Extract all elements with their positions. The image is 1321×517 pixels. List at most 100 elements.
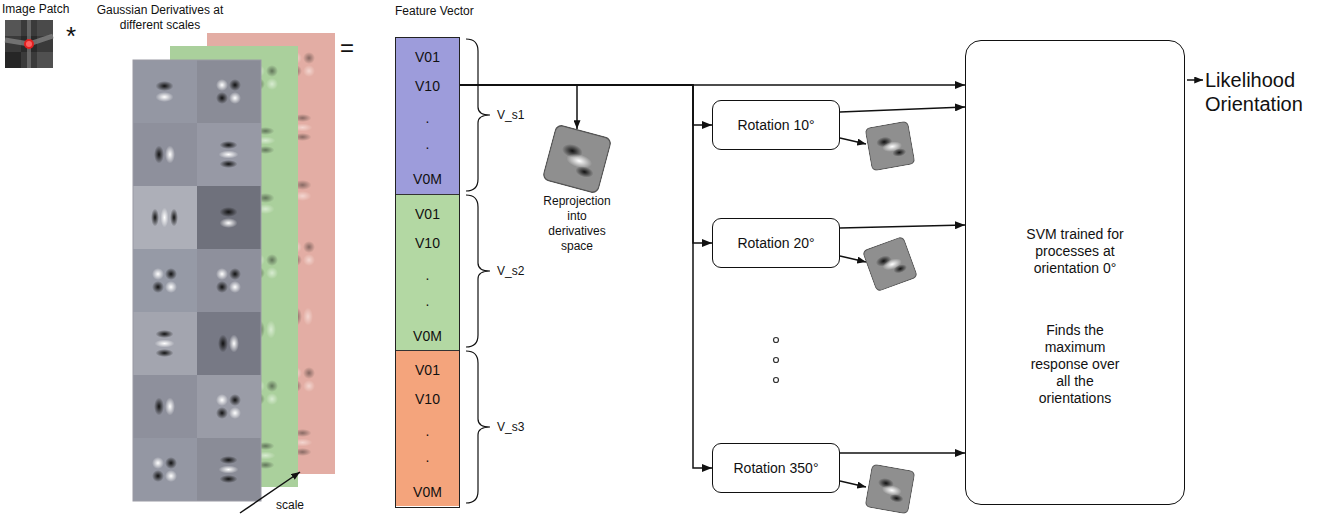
art-rect [5,20,21,36]
label-slot: * [66,20,76,53]
image-patch [5,20,53,68]
art-path [466,39,490,191]
art-use [294,180,312,201]
heading-slot: Feature Vector [395,4,474,19]
process-box: Rotation 350° [712,443,840,493]
art-use [253,65,278,90]
art-rect [133,249,197,312]
art-use [154,398,175,416]
art-use [257,193,275,214]
label-slot: Image Patch [2,2,69,17]
vector-entry: V10 [396,78,459,94]
art-use [188,194,215,214]
art-use [225,181,252,201]
art-use [226,430,251,455]
art-use [152,457,177,482]
label-slot: Likelihood Orientation [1205,68,1319,116]
art-use [219,141,239,168]
vector-braces [466,39,490,503]
vector-entry: V01 [396,206,459,222]
art-circle [774,338,779,343]
scale-group-label: V_s2 [497,264,524,279]
art-use [192,316,212,343]
box-label: Finds the maximum response over all the … [1026,322,1124,407]
connector [840,225,965,228]
art-use [154,146,175,164]
label-slot: Reprojection into derivatives space [537,194,617,254]
art-use [193,67,211,88]
art-rect [5,20,53,68]
reprojection-arrow [576,85,578,129]
art-circle [774,358,779,363]
art-use [290,52,315,77]
art-rect [197,249,261,312]
label-slot: V_s2 [497,264,524,279]
art-rect [37,52,53,68]
art-rect [207,33,335,474]
vector-entry: . [396,293,459,309]
process-box: Rotation 10° [712,100,840,150]
label-slot: V_s3 [497,420,524,435]
art-rect [207,33,335,474]
vector-entry: V0M [396,328,459,344]
vector-entry: V01 [396,362,459,378]
reprojection-label: Reprojection into derivatives space [537,194,617,254]
art-use [219,456,239,483]
filter-bank-label: Gaussian Derivatives at different scales [90,3,230,33]
label-slot: V_s1 [497,108,524,123]
image-label: Image Patch [2,2,69,17]
art-rect [133,375,197,438]
art-use [293,114,313,141]
art-line [840,481,866,487]
process-box: Rotation 20° [712,218,840,268]
art-use [216,394,241,419]
box-label: SVM trained for processes at orientation… [1026,226,1124,277]
art-use [189,254,214,279]
vector-entry: V0M [396,484,459,500]
vector-entry: V01 [396,49,459,65]
output-label: Likelihood Orientation [1205,68,1319,116]
art-rect [5,52,21,68]
vector-entry: V0M [396,171,459,187]
art-rect [133,60,261,501]
box-label: Rotation 10° [737,117,814,134]
art-rect [133,438,197,501]
art-rect [170,46,298,487]
vector-segment: V01V10..V0M [396,350,459,506]
art-circle [774,378,779,383]
operator-symbol: * [66,20,76,53]
art-use [151,208,178,228]
art-path [5,36,53,44]
art-use [293,429,313,456]
art-rect [170,46,298,487]
connectors [460,85,965,468]
art-use [189,443,214,468]
scale-group-label: V_s3 [497,420,524,435]
vector-entry: . [396,267,459,283]
art-rect [197,375,261,438]
label-slot: = [340,33,354,63]
art-path [27,20,31,68]
art-rect [133,123,197,186]
vector-entry: . [396,423,459,439]
vector-entry: V10 [396,235,459,251]
art-line [840,138,866,144]
connector [460,85,712,125]
connector [840,452,965,454]
art-use [290,367,315,392]
filter-panel-pink [207,33,335,474]
art-use [228,371,249,389]
art-rect [37,20,53,36]
box-label: Rotation 350° [734,460,819,477]
art-circle [25,40,33,48]
filter-panel-green [170,46,298,487]
art-line [840,256,866,262]
scale-group-label: V_s1 [497,108,524,123]
art-use [253,254,278,279]
rotated-thumbnail [862,236,917,291]
vector-entry: . [396,449,459,465]
art-rect [197,438,261,501]
art-use [152,268,177,293]
art-rect [133,60,197,123]
box-label: Rotation 20° [737,235,814,252]
